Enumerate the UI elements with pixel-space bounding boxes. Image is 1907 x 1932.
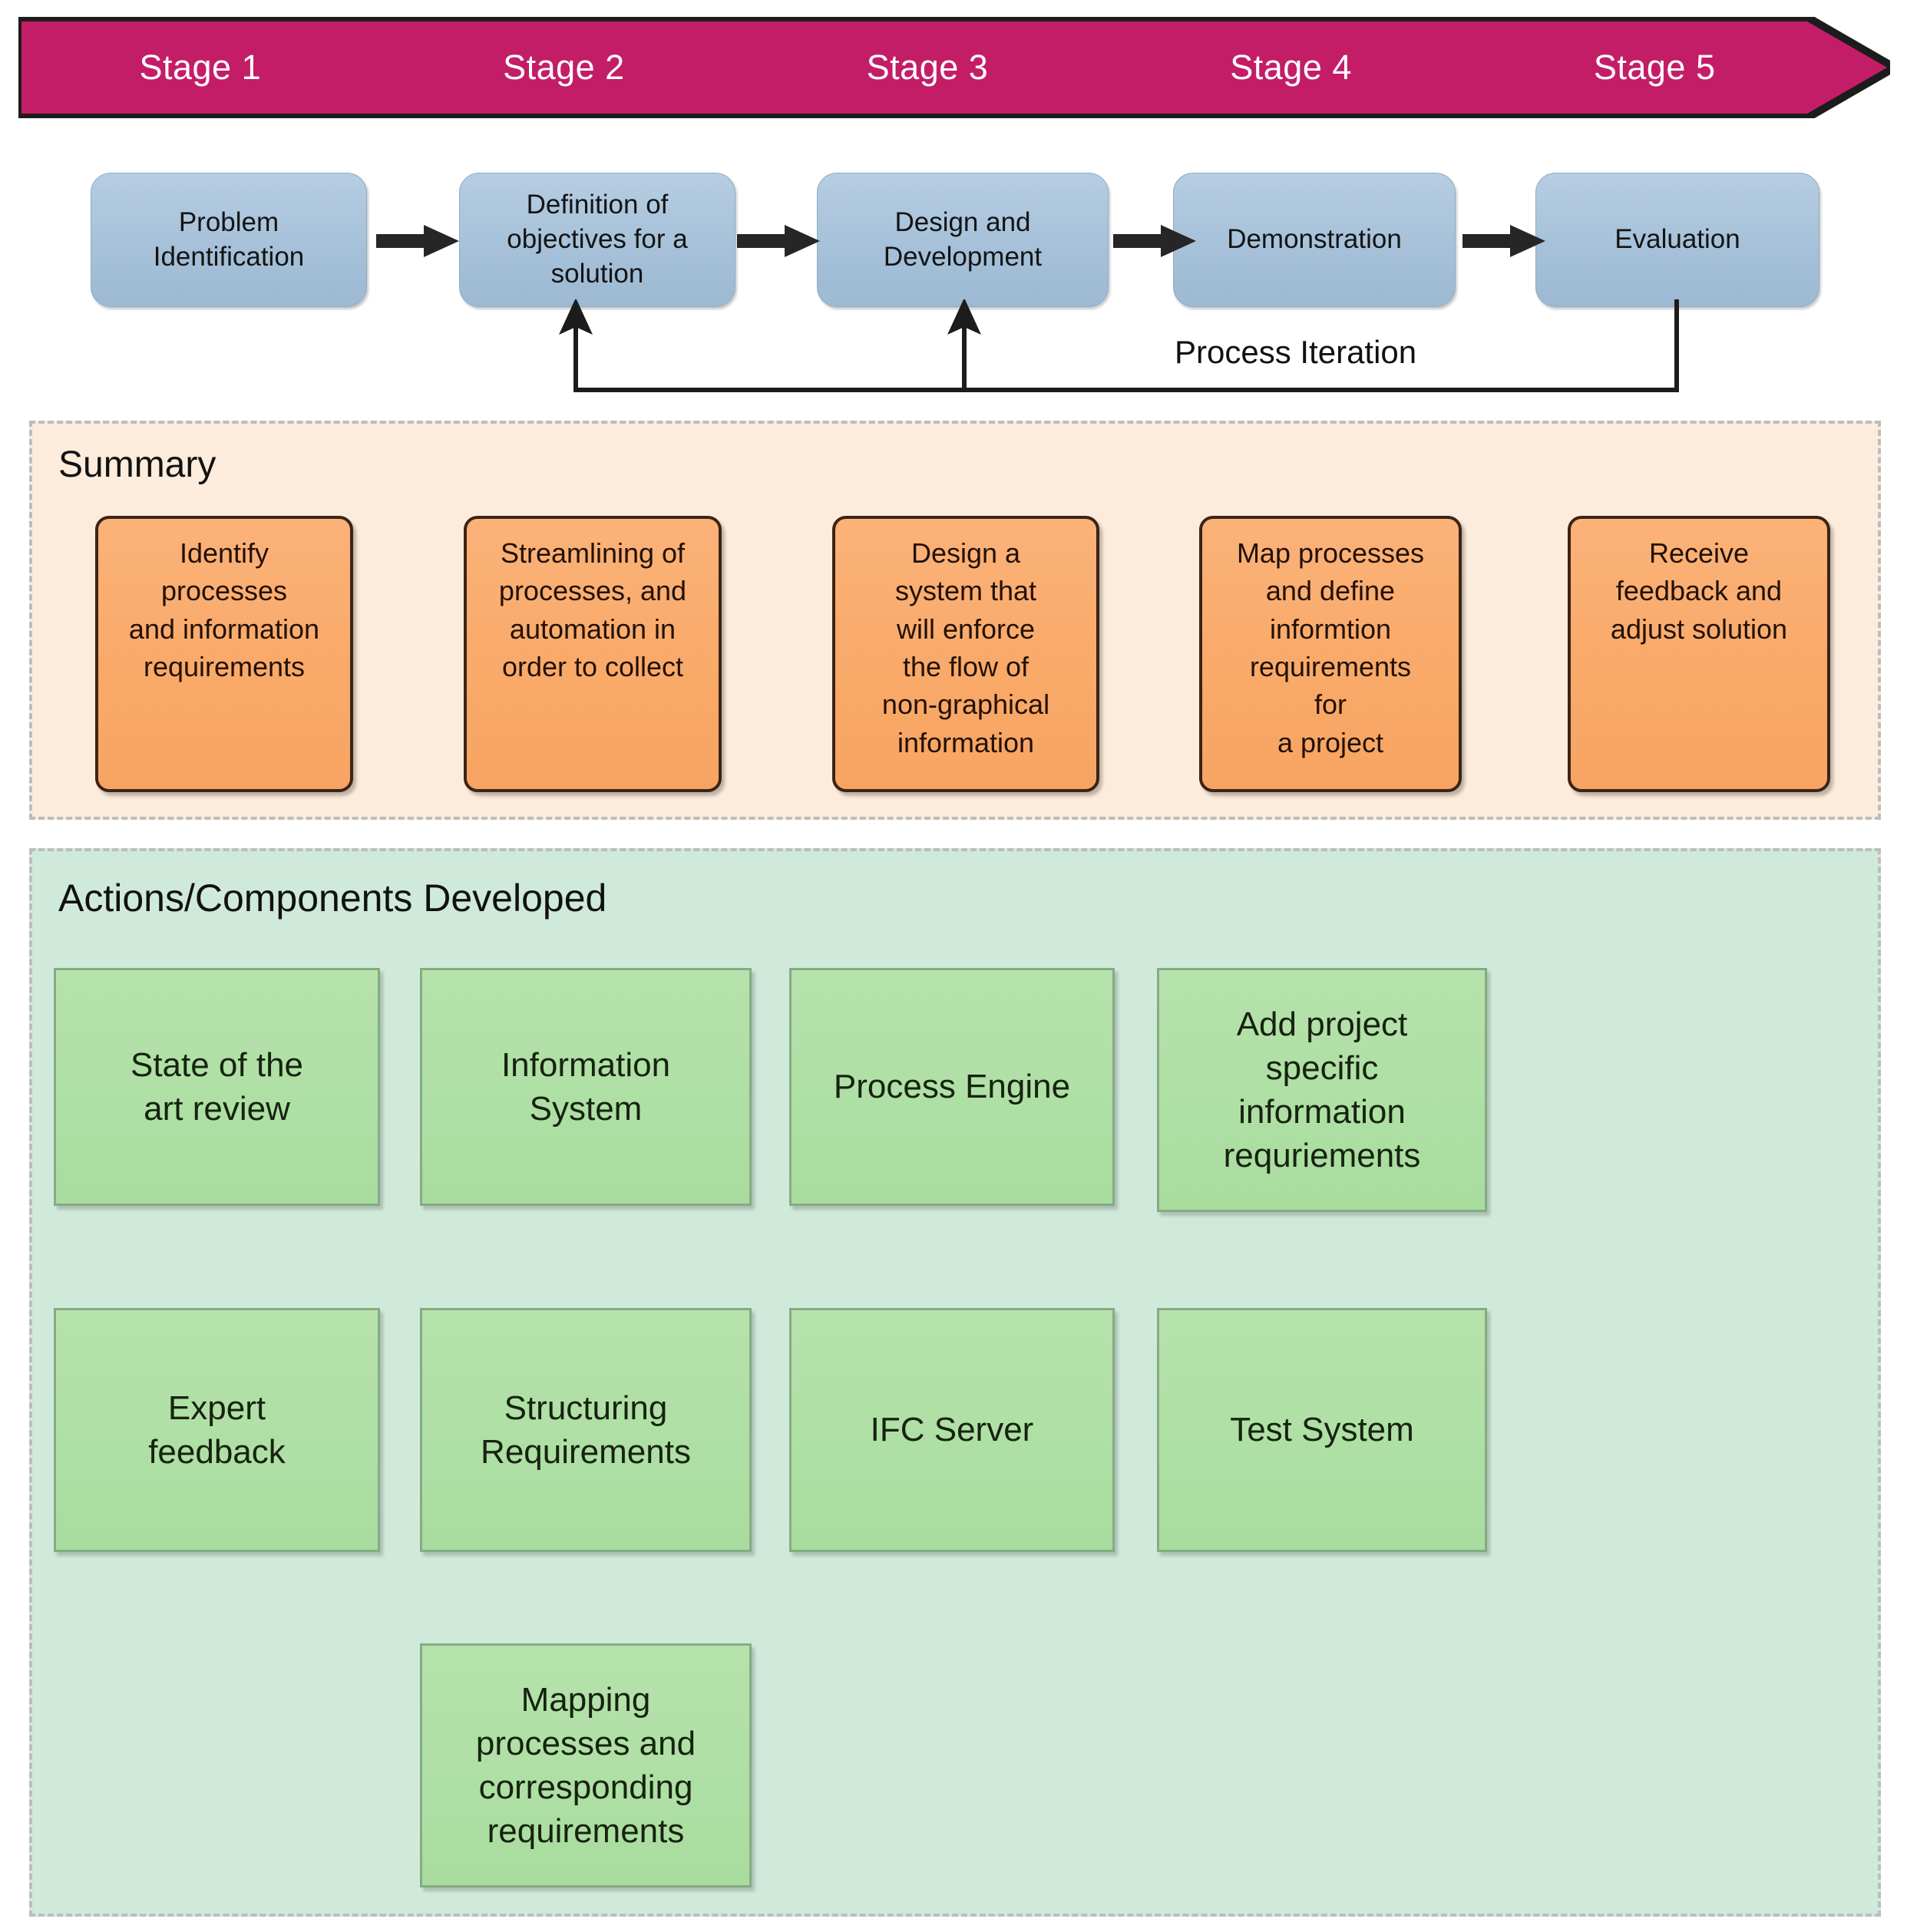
action-box-mapping-processes-and-corresponding-requirements: Mapping processes and corresponding requ… [420, 1643, 752, 1887]
action-box-process-engine: Process Engine [789, 968, 1115, 1206]
stage-label-2: Stage 2 [503, 48, 625, 87]
stage-label-1: Stage 1 [139, 48, 262, 87]
stage-banner: Stage 1 Stage 2 Stage 3 Stage 4 Stage 5 [18, 17, 1890, 118]
summary-panel: Summary Identify processes and informati… [29, 421, 1881, 820]
stage-banner-chevron-shape [18, 17, 1890, 118]
action-box-information-system: Information System [420, 968, 752, 1206]
iteration-lines-svg [559, 296, 1679, 392]
process-box-definition-of-objectives: Definition of objectives for a solution [459, 173, 735, 307]
process-iteration-label: Process Iteration [1175, 334, 1417, 370]
process-flow-row: Problem Identification Definition of obj… [0, 173, 1907, 315]
summary-panel-title: Summary [58, 444, 216, 485]
stage-label-3: Stage 3 [866, 48, 989, 87]
summary-box-stage-3: Design a system that will enforce the fl… [832, 516, 1099, 792]
arrow-right-icon-2 [737, 225, 820, 257]
action-box-structuring-requirements: Structuring Requirements [420, 1308, 752, 1552]
action-box-state-of-the-art-review: State of the art review [54, 968, 380, 1206]
arrow-right-icon-3 [1113, 225, 1196, 257]
process-box-demonstration: Demonstration [1173, 173, 1456, 307]
actions-panel-title: Actions/Components Developed [58, 877, 607, 920]
summary-box-stage-2: Streamlining of processes, and automatio… [464, 516, 722, 792]
arrow-right-icon-4 [1462, 225, 1545, 257]
summary-box-stage-1: Identify processes and information requi… [95, 516, 353, 792]
process-iteration-loops [0, 296, 1907, 414]
action-box-expert-feedback: Expert feedback [54, 1308, 380, 1552]
stage-label-row: Stage 1 Stage 2 Stage 3 Stage 4 Stage 5 [18, 17, 1890, 118]
actions-components-panel: Actions/Components Developed State of th… [29, 848, 1881, 1917]
process-box-problem-identification: Problem Identification [91, 173, 367, 307]
summary-box-stage-4: Map processes and define informtion requ… [1199, 516, 1462, 792]
arrowhead-up-icon-2 [947, 298, 981, 335]
arrowhead-up-icon-1 [559, 298, 593, 335]
stage-label-5: Stage 5 [1593, 48, 1716, 87]
action-box-ifc-server: IFC Server [789, 1308, 1115, 1552]
summary-box-stage-5: Receive feedback and adjust solution [1568, 516, 1830, 792]
arrow-right-icon-1 [376, 225, 459, 257]
action-box-test-system: Test System [1157, 1308, 1487, 1552]
process-box-evaluation: Evaluation [1535, 173, 1819, 307]
stage-label-4: Stage 4 [1230, 48, 1352, 87]
action-box-add-project-specific-information-requirements: Add project specific information requrie… [1157, 968, 1487, 1212]
process-box-design-and-development: Design and Development [817, 173, 1109, 307]
